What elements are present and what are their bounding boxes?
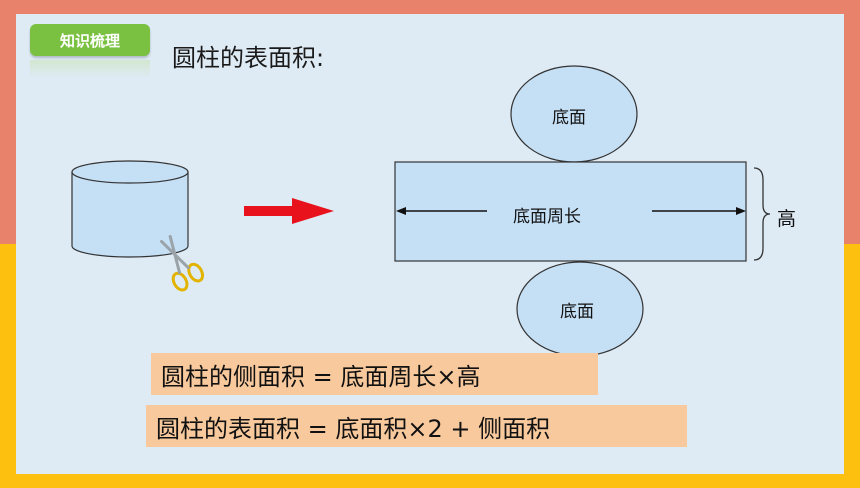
arrow-right-icon bbox=[244, 198, 334, 224]
section-tag: 知识梳理 bbox=[30, 24, 150, 56]
circumference-arrow-right bbox=[652, 207, 746, 215]
section-tag-reflection bbox=[30, 60, 150, 78]
circumference-arrow-left bbox=[396, 207, 487, 215]
circumference-label: 底面周长 bbox=[513, 207, 581, 227]
height-label: 高 bbox=[777, 208, 797, 230]
page-title: 圆柱的表面积: bbox=[172, 44, 325, 72]
bottom-base-label: 底面 bbox=[560, 302, 594, 322]
scissors-icon bbox=[160, 234, 205, 292]
cylinder-illustration bbox=[71, 160, 189, 258]
height-brace bbox=[753, 167, 771, 261]
top-base-label: 底面 bbox=[552, 108, 586, 128]
surface-area-formula: 圆柱的表面积 = 底面积×2 + 侧面积 bbox=[146, 405, 687, 447]
lateral-area-formula: 圆柱的侧面积 = 底面周长×高 bbox=[151, 353, 598, 395]
